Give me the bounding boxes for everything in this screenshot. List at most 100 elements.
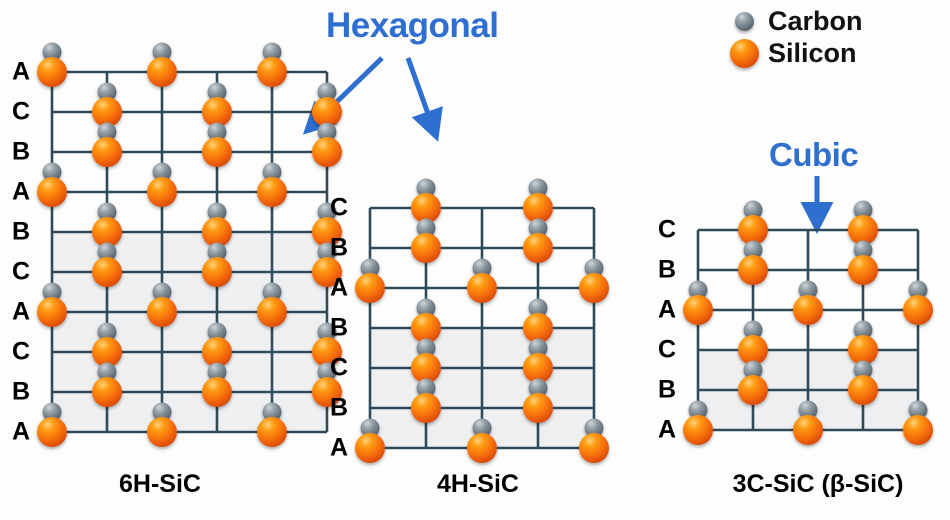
carbon-atom	[97, 322, 117, 342]
carbon-atom	[207, 362, 227, 382]
carbon-atom	[317, 202, 337, 222]
silicon-atom	[411, 233, 441, 263]
carbon-atom	[317, 362, 337, 382]
carbon-atom	[528, 178, 548, 198]
carbon-atom	[97, 242, 117, 262]
silicon-atom	[92, 377, 122, 407]
carbon-atom	[743, 200, 763, 220]
silicon-atom	[312, 257, 342, 287]
silicon-atom	[257, 57, 287, 87]
silicon-atom	[523, 233, 553, 263]
carbon-atom	[152, 42, 172, 62]
stacking-letter: C	[11, 257, 30, 286]
carbon-atom	[528, 378, 548, 398]
carbon-atom	[97, 82, 117, 102]
carbon-atom	[908, 400, 928, 420]
carbon-atom	[743, 240, 763, 260]
carbon-atom	[416, 298, 436, 318]
carbon-atom	[97, 362, 117, 382]
stacking-letter: A	[657, 295, 676, 324]
carbon-atom	[262, 42, 282, 62]
carbon-atom	[262, 282, 282, 302]
silicon-atom	[411, 393, 441, 423]
carbon-atom	[207, 82, 227, 102]
caption-6h-sic: 6H-SiC	[119, 470, 201, 498]
legend-label-carbon: Carbon	[768, 5, 863, 36]
silicon-atom	[147, 177, 177, 207]
stacking-letter: B	[657, 375, 676, 404]
carbon-atom	[416, 178, 436, 198]
carbon-atom	[853, 200, 873, 220]
carbon-atom	[207, 322, 227, 342]
silicon-atom	[92, 97, 122, 127]
carbon-atom	[360, 258, 380, 278]
stacking-letter: B	[11, 377, 30, 406]
carbon-atom	[528, 218, 548, 238]
legend-item-silicon: Silicon	[727, 37, 863, 69]
silicon-atom	[793, 295, 823, 325]
carbon-atom	[416, 378, 436, 398]
carbon-atom	[472, 258, 492, 278]
hexagonal-label: Hexagonal	[326, 6, 499, 45]
cubic-label: Cubic	[769, 136, 859, 173]
carbon-atom	[743, 360, 763, 380]
carbon-sphere-icon	[727, 11, 761, 31]
carbon-atom	[743, 320, 763, 340]
silicon-atom	[312, 137, 342, 167]
legend-label-silicon: Silicon	[768, 37, 857, 68]
lattice-grid-6h-sic	[50, 70, 329, 434]
stacking-letter: C	[329, 193, 348, 222]
silicon-atom	[411, 313, 441, 343]
silicon-atom	[147, 417, 177, 447]
carbon-atom	[798, 280, 818, 300]
arrow-hexagonal-to-4h	[405, 57, 443, 142]
stacking-letter: B	[11, 217, 30, 246]
silicon-atom	[903, 295, 933, 325]
stacking-letter: C	[11, 337, 30, 366]
silicon-atom	[257, 177, 287, 207]
carbon-atom	[97, 202, 117, 222]
silicon-atom	[683, 295, 713, 325]
carbon-atom	[798, 400, 818, 420]
carbon-atom	[908, 280, 928, 300]
silicon-atom	[312, 97, 342, 127]
stacking-letter: A	[657, 415, 676, 444]
silicon-atom	[848, 215, 878, 245]
carbon-atom	[584, 258, 604, 278]
stacking-letter: B	[329, 313, 348, 342]
silicon-atom	[848, 375, 878, 405]
silicon-atom	[202, 337, 232, 367]
stacking-letter: A	[11, 417, 30, 446]
silicon-atom	[202, 97, 232, 127]
silicon-atom	[355, 433, 385, 463]
carbon-atom	[152, 402, 172, 422]
silicon-atom	[37, 417, 67, 447]
silicon-atom	[523, 353, 553, 383]
carbon-atom	[262, 402, 282, 422]
silicon-atom	[37, 297, 67, 327]
caption-3c-sic: 3C-SiC (β-SiC)	[732, 470, 904, 498]
silicon-atom	[738, 215, 768, 245]
carbon-atom	[207, 202, 227, 222]
silicon-atom	[848, 255, 878, 285]
silicon-atom	[92, 257, 122, 287]
silicon-atom	[467, 433, 497, 463]
silicon-atom	[523, 193, 553, 223]
carbon-atom	[42, 42, 62, 62]
silicon-atom	[202, 377, 232, 407]
carbon-atom	[688, 280, 708, 300]
silicon-atom	[257, 297, 287, 327]
silicon-atom	[523, 313, 553, 343]
carbon-atom	[472, 418, 492, 438]
stacking-letter: C	[329, 353, 348, 382]
silicon-atom	[793, 415, 823, 445]
carbon-atom	[152, 282, 172, 302]
silicon-atom	[147, 297, 177, 327]
carbon-atom	[42, 162, 62, 182]
carbon-atom	[853, 360, 873, 380]
carbon-atom	[360, 418, 380, 438]
silicon-atom	[92, 137, 122, 167]
carbon-atom	[528, 298, 548, 318]
